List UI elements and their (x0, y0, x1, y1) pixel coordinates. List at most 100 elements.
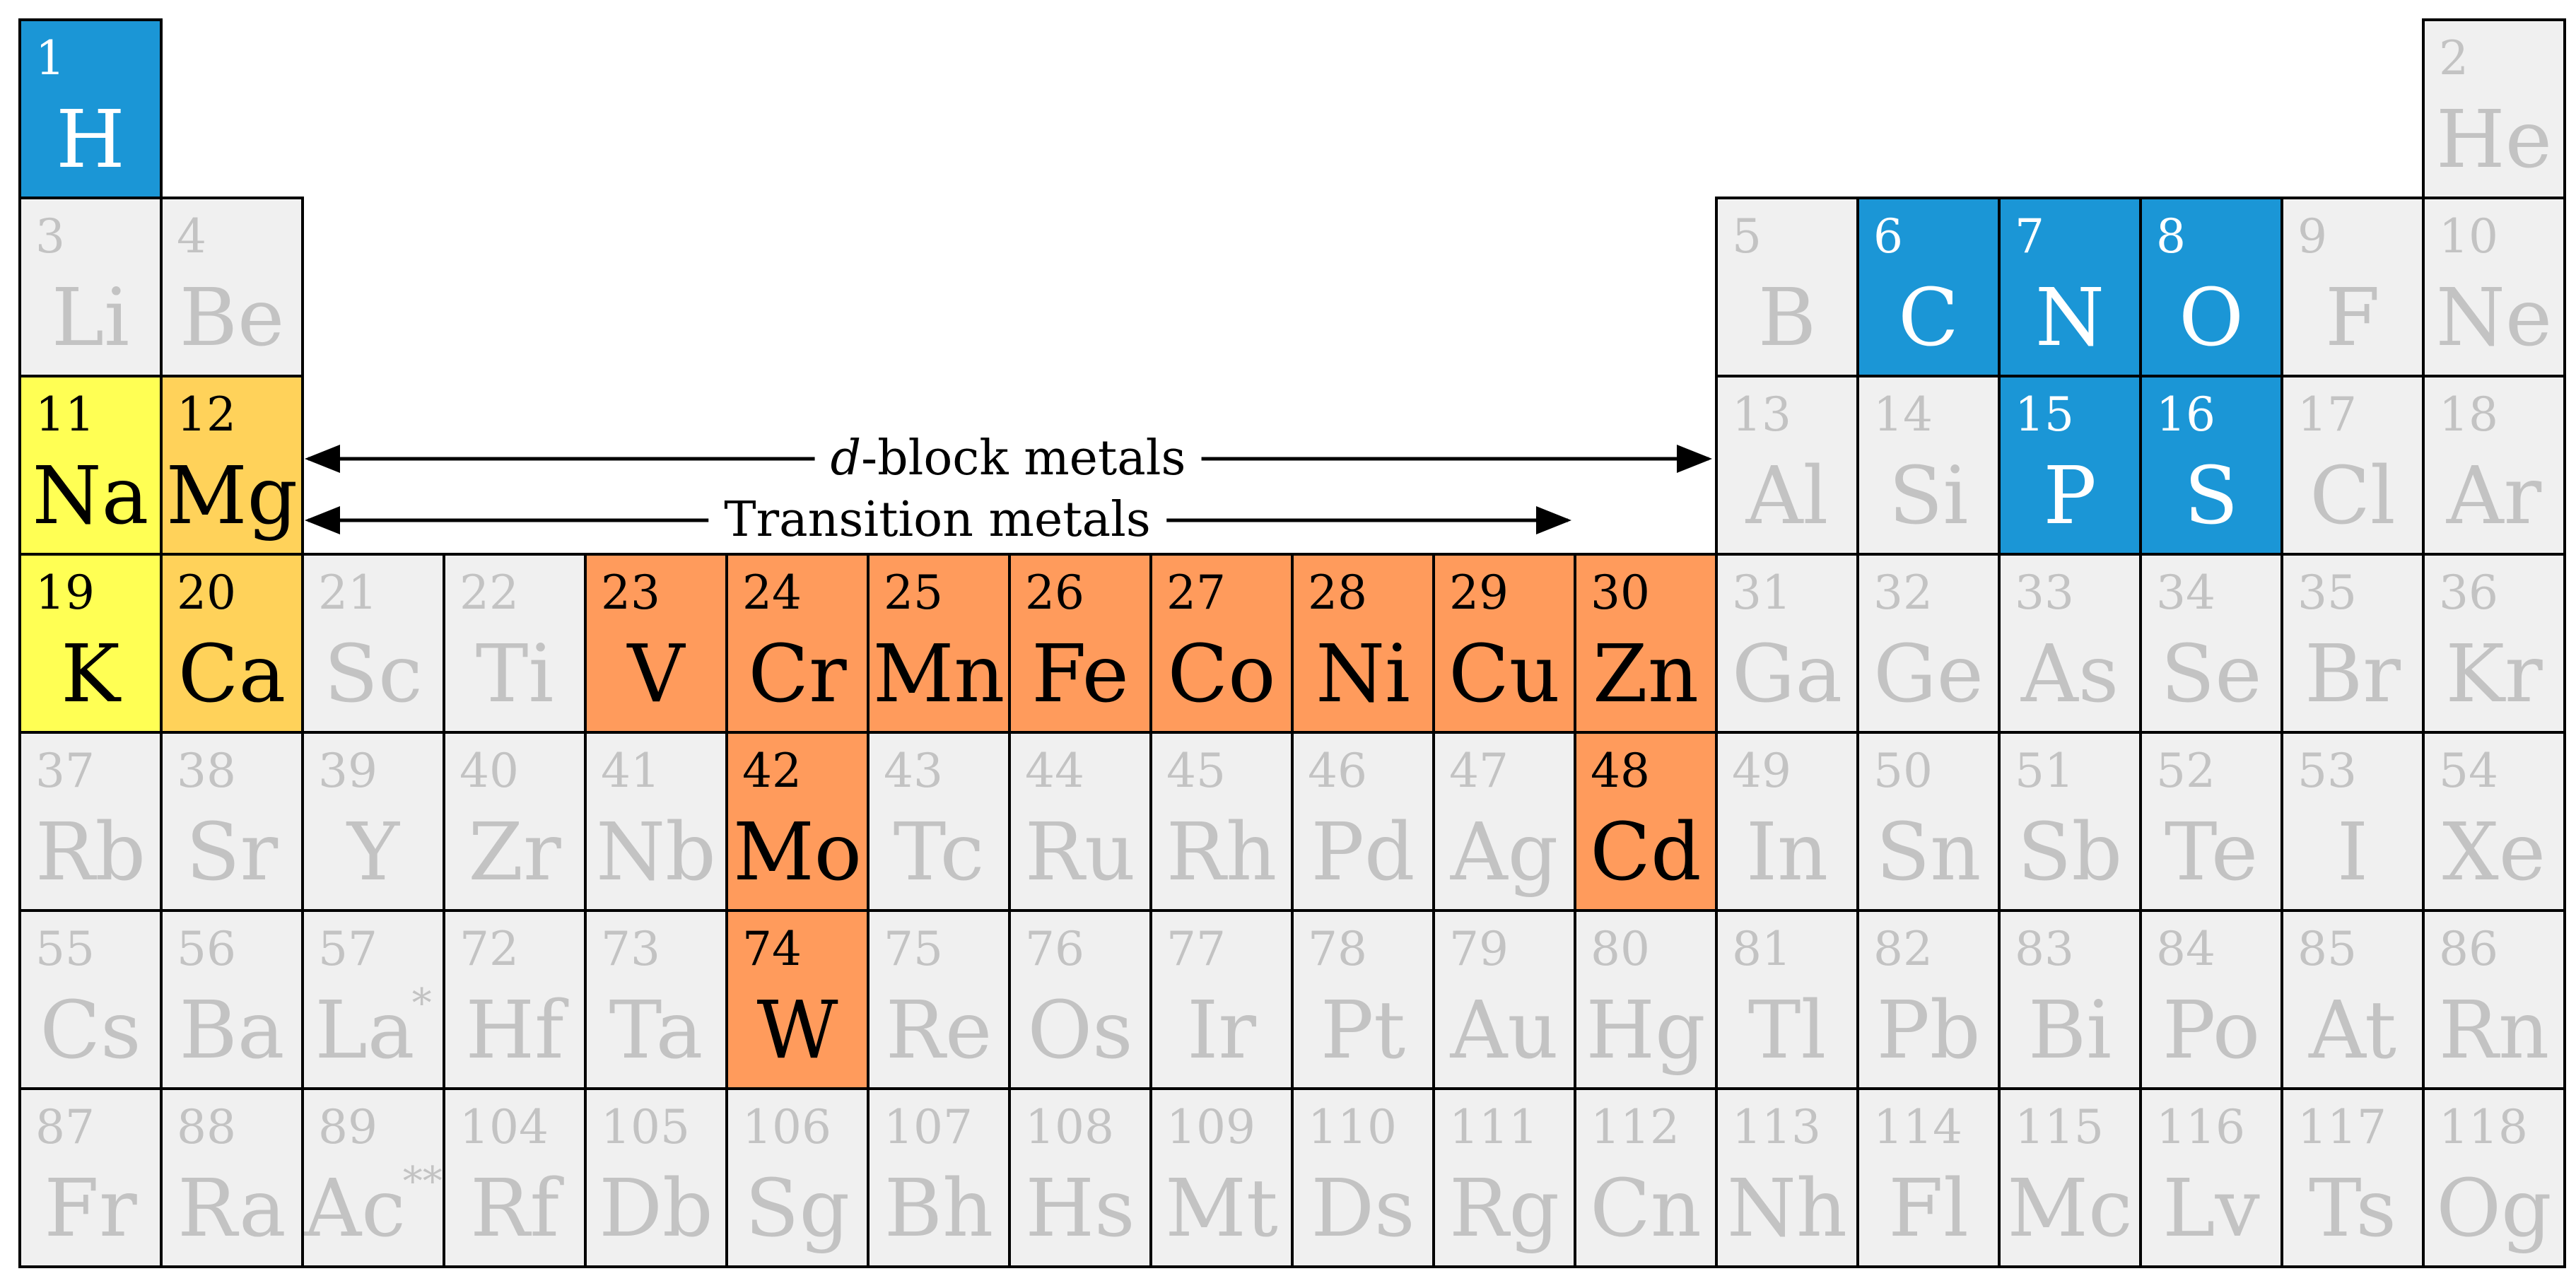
symbol-text: Os (1027, 985, 1133, 1077)
element-symbol: Fl (1859, 1169, 1998, 1248)
symbol-text: Fr (44, 1163, 137, 1255)
atomic-number: 105 (601, 1100, 690, 1154)
element-symbol: Cr (728, 635, 867, 714)
symbol-text: Og (2436, 1163, 2552, 1255)
atomic-number: 72 (459, 922, 519, 976)
element-symbol: Li (21, 279, 160, 358)
element-symbol: Y (304, 813, 443, 892)
symbol-text: Sb (2017, 807, 2123, 898)
atomic-number: 53 (2297, 744, 2357, 798)
symbol-text: Mo (732, 807, 862, 898)
symbol-text: Hg (1586, 985, 1706, 1077)
symbol-text: Mt (1165, 1163, 1278, 1255)
transition-label: Transition metals (708, 496, 1166, 544)
symbol-text: Li (51, 272, 130, 364)
element-symbol: Cd (1576, 813, 1715, 892)
symbol-text: At (2309, 985, 2396, 1077)
element-symbol: C (1859, 279, 1998, 358)
element-symbol: Fe (1011, 635, 1149, 714)
symbol-text: Sr (185, 807, 279, 898)
symbol-text: Tl (1747, 985, 1827, 1077)
atomic-number: 5 (1732, 209, 1762, 264)
element-symbol: Ru (1011, 813, 1149, 892)
atomic-number: 35 (2297, 566, 2357, 620)
element-symbol: Ne (2425, 279, 2563, 358)
atomic-number: 31 (1732, 566, 1791, 620)
element-symbol: Te (2142, 813, 2281, 892)
atomic-number: 29 (1449, 566, 1509, 620)
element-symbol: Se (2142, 635, 2281, 714)
element-symbol: Sr (163, 813, 301, 892)
atomic-number: 48 (1591, 744, 1650, 798)
element-symbol: Co (1152, 635, 1291, 714)
atomic-number: 113 (1732, 1100, 1821, 1154)
atomic-number: 88 (177, 1100, 236, 1154)
atomic-number: 44 (1025, 744, 1084, 798)
atomic-number: 109 (1166, 1100, 1255, 1154)
atomic-number: 32 (1873, 566, 1933, 620)
element-symbol: Zr (445, 813, 584, 892)
symbol-text: Cs (40, 985, 141, 1077)
atomic-number: 7 (2015, 209, 2044, 264)
element-symbol: Ds (1294, 1169, 1432, 1248)
symbol-text: Ra (177, 1163, 286, 1255)
atomic-number: 9 (2297, 209, 2327, 264)
element-symbol: K (21, 635, 160, 714)
atomic-number: 57 (318, 922, 377, 976)
element-symbol: Ts (2283, 1169, 2422, 1248)
symbol-text: Sg (744, 1163, 850, 1255)
symbol-text: Ru (1024, 807, 1136, 898)
atomic-number: 49 (1732, 744, 1791, 798)
atomic-number: 43 (884, 744, 943, 798)
atomic-number: 104 (459, 1100, 549, 1154)
element-symbol: Po (2142, 991, 2281, 1070)
atomic-number: 45 (1166, 744, 1226, 798)
atomic-number: 106 (742, 1100, 831, 1154)
element-symbol: He (2425, 100, 2563, 180)
symbol-text: Cl (2309, 450, 2396, 542)
atomic-number: 54 (2439, 744, 2498, 798)
symbol-text: Au (1450, 985, 1559, 1077)
symbol-text: Cd (1590, 807, 1702, 898)
symbol-text: He (2436, 94, 2552, 186)
atomic-number: 118 (2439, 1100, 2528, 1154)
symbol-text: Zr (468, 807, 561, 898)
atomic-number: 34 (2156, 566, 2215, 620)
symbol-text: In (1745, 807, 1829, 898)
element-symbol: Ir (1152, 991, 1291, 1070)
symbol-text: Mg (165, 450, 298, 542)
element-symbol: Sb (2001, 813, 2139, 892)
element-symbol: Pb (1859, 991, 1998, 1070)
atomic-number: 39 (318, 744, 377, 798)
symbol-text: Kr (2445, 628, 2543, 720)
symbol-text: Ts (2308, 1163, 2397, 1255)
element-symbol: H (21, 100, 160, 180)
symbol-text: Rb (35, 807, 146, 898)
